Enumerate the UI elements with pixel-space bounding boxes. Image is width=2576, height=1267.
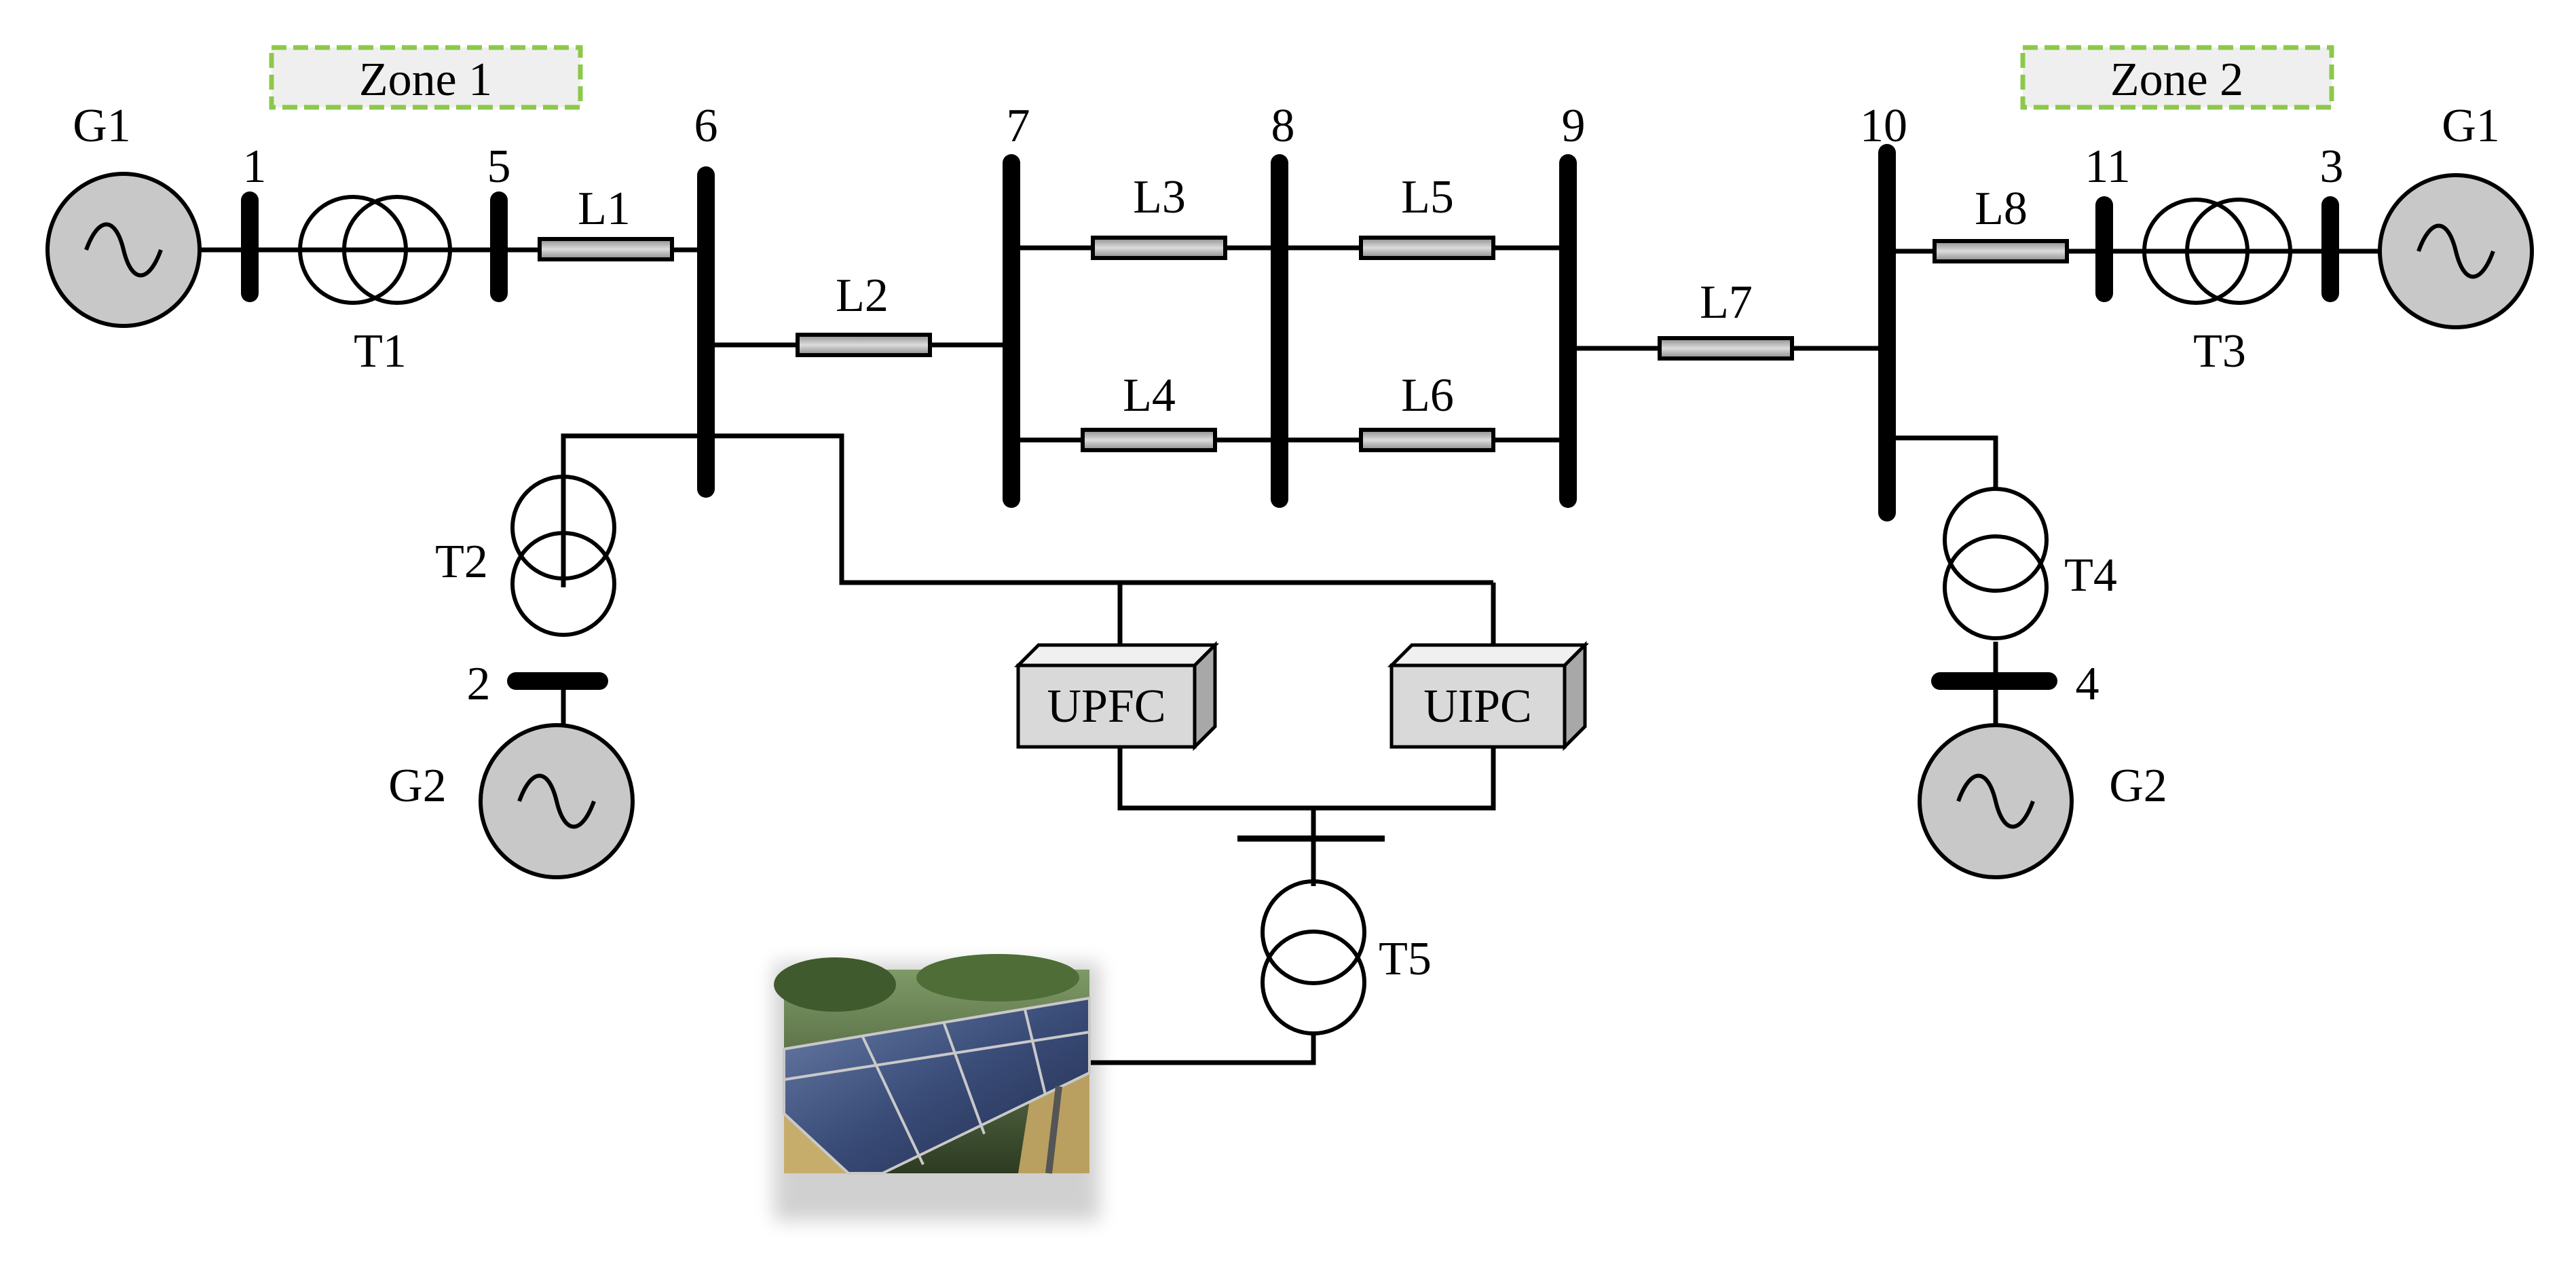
label-L5: L5 <box>1401 171 1454 223</box>
ac-sine-wave-icon <box>517 773 596 829</box>
transformer-T5 <box>1261 879 1366 1035</box>
label-bus-6: 6 <box>694 100 718 152</box>
solar-panel-photo <box>774 954 1100 1221</box>
zone-2-box: Zone 2 <box>2020 45 2334 110</box>
label-bus-2: 2 <box>467 658 491 710</box>
line-element-L8 <box>1933 239 2069 263</box>
label-T5: T5 <box>1379 933 1432 985</box>
bus-bars <box>241 144 2339 842</box>
label-bus-8: 8 <box>1271 100 1295 152</box>
labels: G1 G1 G2 G2 1 2 3 4 5 6 7 8 9 10 11 T1 T… <box>73 100 2500 985</box>
two-winding-transformer-icon <box>298 195 2292 1035</box>
label-L4: L4 <box>1123 369 1176 422</box>
label-bus-1: 1 <box>243 141 267 193</box>
transformer-T1 <box>298 195 452 305</box>
upfc-label: UPFC <box>1047 680 1165 733</box>
wiring <box>200 245 2383 1065</box>
label-T1: T1 <box>354 325 407 378</box>
label-L8: L8 <box>1975 183 2028 235</box>
generator-g2-right <box>1918 723 2074 879</box>
label-bus-10: 10 <box>1860 100 1907 152</box>
label-g1-right: G1 <box>2442 100 2500 152</box>
label-g2-right: G2 <box>2109 760 2167 812</box>
label-bus-3: 3 <box>2320 141 2344 193</box>
line-element-L3 <box>1091 236 1227 260</box>
transformer-T3 <box>2142 198 2292 305</box>
label-g2-left: G2 <box>388 760 447 812</box>
upfc-device: UPFC <box>1013 640 1220 752</box>
zone-2-label: Zone 2 <box>2110 54 2243 106</box>
line-element-L7 <box>1658 336 1794 361</box>
generator-g2-left <box>479 723 635 879</box>
ac-sine-wave-icon <box>2416 223 2495 279</box>
zone-1-label: Zone 1 <box>359 54 492 106</box>
generator-g1-right <box>2378 173 2534 329</box>
label-g1-left: G1 <box>73 100 131 152</box>
label-bus-9: 9 <box>1562 100 1586 152</box>
zone-1-box: Zone 1 <box>269 45 583 110</box>
line-element-L4 <box>1081 428 1217 452</box>
label-bus-4: 4 <box>2076 658 2099 710</box>
transformer-T2 <box>510 475 616 637</box>
label-T2: T2 <box>435 536 488 588</box>
generator-g1-left <box>45 172 202 328</box>
uipc-label: UIPC <box>1423 680 1531 733</box>
label-bus-5: 5 <box>487 141 511 193</box>
label-bus-11: 11 <box>2085 141 2130 193</box>
label-L6: L6 <box>1401 369 1454 422</box>
ac-sine-wave-icon <box>1956 773 2035 829</box>
transformer-T4 <box>1943 487 2049 640</box>
uipc-device: UIPC <box>1387 640 1590 752</box>
generators <box>45 172 2534 879</box>
label-T3: T3 <box>2193 325 2246 378</box>
line-element-L2 <box>796 333 932 357</box>
label-L1: L1 <box>578 183 631 235</box>
line-element-L6 <box>1359 428 1495 452</box>
label-bus-7: 7 <box>1007 100 1030 152</box>
label-T4: T4 <box>2064 549 2117 602</box>
ac-sine-wave-icon <box>84 222 163 278</box>
label-L7: L7 <box>1700 276 1753 329</box>
line-element-L5 <box>1359 236 1495 260</box>
label-L2: L2 <box>836 270 889 322</box>
line-elements <box>538 236 2069 452</box>
label-L3: L3 <box>1133 171 1186 223</box>
line-element-L1 <box>538 237 674 261</box>
